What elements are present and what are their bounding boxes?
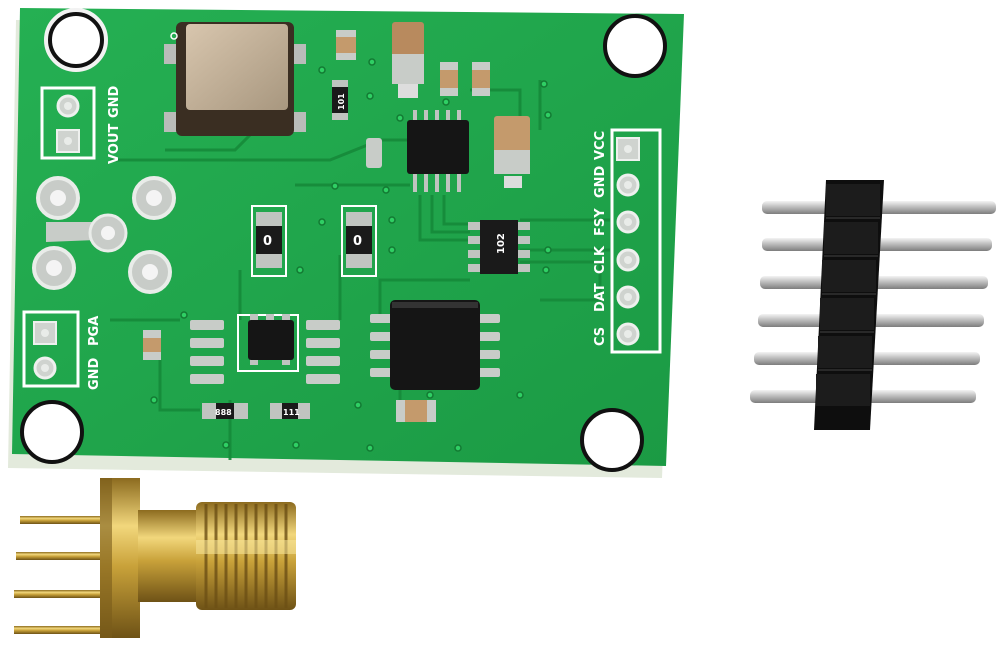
resistor-left: 0 — [251, 205, 287, 277]
sma-connector — [14, 478, 296, 638]
pga-header — [22, 310, 80, 388]
label-cs: CS — [593, 327, 608, 346]
passive-pads — [190, 320, 340, 384]
label-clk: CLK — [593, 245, 608, 274]
small-ic — [237, 314, 299, 372]
dds-chip — [407, 110, 469, 192]
label-fsy: FSY — [593, 208, 608, 236]
small-resistors: 101 888 111 — [202, 80, 348, 419]
res-bottom-left-mark: 888 — [215, 408, 232, 417]
vout-header — [40, 86, 96, 160]
control-header — [610, 128, 662, 354]
resistor-network: 102 — [468, 220, 530, 274]
label-vcc: VCC — [593, 131, 608, 160]
mounting-holes — [20, 8, 667, 472]
control-header-labels: CS DAT CLK FSY GND VCC — [593, 131, 608, 346]
label-gnd-header: GND — [593, 165, 608, 198]
pin-header-6 — [750, 180, 996, 430]
header-plastic — [814, 180, 884, 430]
res-left-mark: 0 — [263, 234, 272, 249]
capacitors — [143, 22, 530, 422]
amplifier-chip — [370, 300, 500, 390]
label-gnd-bottom: GND — [87, 357, 102, 390]
crystal-oscillator — [164, 22, 306, 136]
label-pga: PGA — [87, 316, 102, 346]
label-vout: VOUT — [107, 124, 122, 164]
vias — [150, 58, 552, 452]
label-gnd-top: GND — [107, 85, 122, 118]
pcb-board: VOUT GND PGA GND CS — [8, 8, 684, 478]
label-dat: DAT — [593, 283, 608, 312]
res-top-mark: 101 — [337, 93, 346, 110]
res-bottom-right-mark: 111 — [283, 408, 300, 417]
res-right-mark: 0 — [353, 234, 362, 249]
sma-pads — [32, 176, 176, 294]
res-network-mark: 102 — [496, 233, 507, 254]
resistor-right: 0 — [341, 205, 377, 277]
